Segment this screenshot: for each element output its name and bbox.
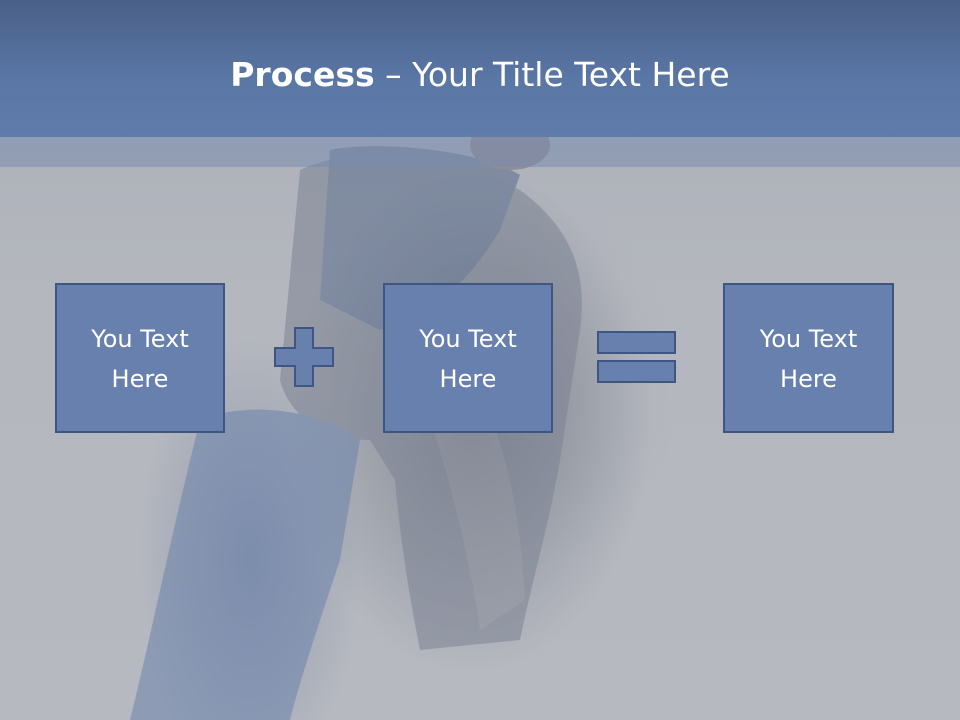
process-box-2-label: You Text Here	[419, 325, 517, 393]
plus-icon	[274, 327, 334, 387]
process-box-1[interactable]: You Text Here	[55, 283, 225, 433]
title-accent-strip	[0, 137, 960, 167]
title-rest-part: – Your Title Text Here	[374, 55, 730, 94]
process-box-1-label: You Text Here	[91, 325, 189, 393]
title-bold-part: Process	[230, 55, 375, 94]
process-box-3-label: You Text Here	[759, 325, 858, 393]
process-box-2[interactable]: You Text Here	[383, 283, 553, 433]
title-bar	[0, 0, 960, 137]
equals-icon	[597, 331, 676, 383]
process-box-3[interactable]: You Text Here	[723, 283, 894, 433]
slide-title: Process – Your Title Text Here	[0, 54, 960, 96]
